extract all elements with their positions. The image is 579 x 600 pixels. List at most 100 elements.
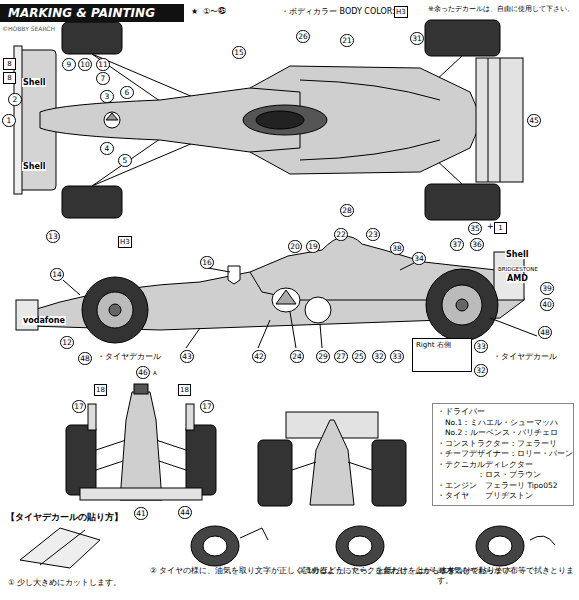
callout-number: 45	[527, 114, 541, 127]
label-holder: Shell	[22, 78, 46, 88]
label-holder: 2	[8, 93, 22, 106]
spec-text: ・チーフデザイナー：ロリー・バーン	[437, 449, 569, 460]
side-view	[16, 236, 537, 348]
spec-text: Right 右側	[416, 341, 468, 350]
step-caption: ① 少し大きめにカットします。	[8, 578, 121, 587]
spec-box: ・ドライバーNo.1：ミハエル・シューマッハNo.2：ルーベンス・バリチェロ・コ…	[432, 403, 574, 506]
callout-number: 26	[296, 30, 310, 43]
top-view	[14, 20, 523, 220]
note-text: ★	[190, 7, 199, 16]
spec-text: ・コンストラクター：フェラーリ	[437, 439, 569, 450]
callout-number: 7	[96, 72, 110, 85]
label-holder: ★	[190, 7, 199, 17]
label-holder: A	[153, 368, 157, 378]
label-holder: 42	[252, 350, 266, 363]
callout-number: 15	[232, 46, 246, 59]
label-holder: 13	[46, 230, 60, 243]
color-code: H3	[118, 236, 132, 248]
label-holder: ・タイヤデカール	[96, 352, 162, 362]
callout-number: 12	[60, 336, 74, 349]
label-holder: 17	[72, 400, 86, 413]
label-holder: 32	[474, 364, 488, 377]
label-holder: 39	[540, 282, 554, 295]
callout-number: 16	[200, 256, 214, 269]
label-holder: 6	[120, 86, 134, 99]
label-holder: 18	[94, 384, 107, 396]
callout-number: 1	[2, 114, 16, 127]
label-holder: 29	[316, 350, 330, 363]
label-holder: 32	[372, 350, 386, 363]
callout-number: 27	[334, 350, 348, 363]
decal-text: BRIDGESTONE	[498, 266, 538, 272]
label-holder: 41	[134, 507, 148, 520]
tire-steps	[20, 526, 555, 568]
label-holder: 11	[96, 58, 110, 71]
front-view	[66, 384, 216, 500]
note-text: ①〜㊺	[202, 7, 227, 16]
watermark: ©HOBBY SEARCH	[2, 25, 55, 32]
label-holder: ※余ったデカールは、自由に使用して下さい。	[428, 4, 574, 14]
callout-number: 48	[538, 326, 552, 339]
label-holder: 8	[3, 72, 16, 84]
callout-number: 9	[62, 58, 76, 71]
label-holder: ・ボディカラー BODY COLOR:	[280, 7, 396, 17]
callout-number: 34	[412, 252, 426, 265]
callout-number: 29	[316, 350, 330, 363]
callout-number: 24	[290, 350, 304, 363]
color-code: 18	[178, 384, 191, 396]
color-code: 8	[3, 72, 16, 84]
label-holder: 15	[232, 46, 246, 59]
callout-number: 22	[334, 228, 348, 241]
callout-number: 36	[470, 238, 484, 251]
label-holder: 12	[60, 336, 74, 349]
label-holder: 48	[538, 326, 552, 339]
callout-number: 37	[450, 238, 464, 251]
callout-number: 21	[340, 34, 354, 47]
decal-text: A	[153, 370, 157, 376]
callout-number: 19	[306, 240, 320, 253]
label-holder: 44	[178, 506, 192, 519]
callout-number: 2	[8, 93, 22, 106]
spec-text: No.1：ミハエル・シューマッハ	[437, 418, 569, 429]
label-holder: 35	[468, 222, 482, 235]
label-holder: H3	[118, 236, 132, 248]
spec-text: ・ドライバー	[437, 407, 569, 418]
callout-number: 33	[474, 340, 488, 353]
callout-number: 17	[200, 400, 214, 413]
label-holder: 28	[340, 204, 354, 217]
label-holder: vodafone	[22, 316, 66, 326]
callout-number: 4	[100, 142, 114, 155]
callout-number: 32	[372, 350, 386, 363]
color-code: 8	[3, 58, 16, 70]
label-holder: 37	[450, 238, 464, 251]
decal-text: Shell	[22, 162, 46, 171]
callout-number: 41	[134, 507, 148, 520]
label-holder: 10	[78, 58, 92, 71]
inset-box: Right 右側	[412, 338, 472, 372]
label-holder: ©HOBBY SEARCH	[2, 24, 55, 34]
note-text: ・タイヤデカール	[492, 352, 558, 361]
callout-number: 17	[72, 400, 86, 413]
label-holder: 5	[118, 154, 132, 167]
label-holder: 8	[3, 58, 16, 70]
label-holder: 1	[2, 114, 16, 127]
rear-view	[258, 412, 406, 506]
label-holder: H3	[394, 6, 408, 18]
label-holder: 34	[412, 252, 426, 265]
label-holder: BRIDGESTONE	[498, 264, 538, 274]
label-holder: 21	[340, 34, 354, 47]
spec-text: No.2：ルーベンス・バリチェロ	[437, 428, 569, 439]
callout-number: 33	[390, 350, 404, 363]
label-holder: Shell	[22, 162, 46, 172]
callout-number: 48	[78, 352, 92, 365]
label-holder: 43	[180, 350, 194, 363]
decal-text: Shell	[505, 250, 529, 259]
callout-number: 35	[468, 222, 482, 235]
spec-text: ：ロス・ブラウン	[437, 470, 569, 481]
label-holder: ④ 水気をやわらかい布等で拭きとります。	[437, 566, 579, 586]
note-text: ・タイヤデカール	[96, 352, 162, 361]
callout-number: 46	[136, 366, 150, 379]
label-holder: 25	[352, 350, 366, 363]
callout-number: 25	[352, 350, 366, 363]
